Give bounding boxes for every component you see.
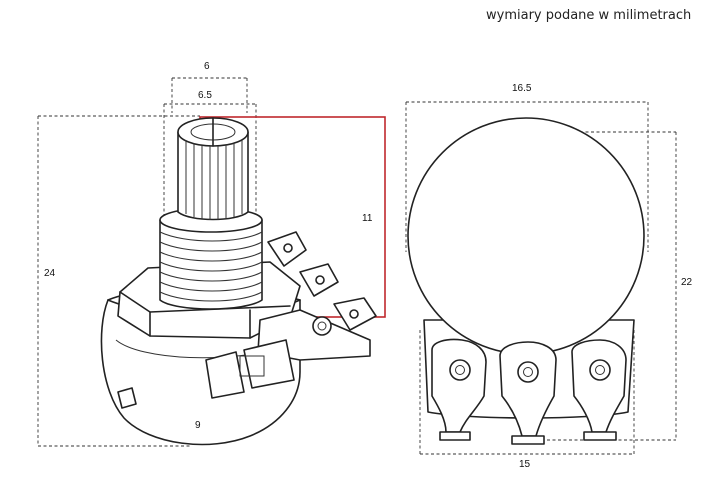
terminal-middle: [499, 341, 557, 445]
dim-label-24: 24: [44, 268, 56, 279]
front-pins: [205, 339, 295, 399]
potentiometer-front-view: 16.5 22 15: [405, 83, 693, 470]
dim-label-15: 15: [519, 459, 531, 470]
threaded-bushing: [159, 207, 263, 310]
terminal-lugs: [431, 338, 627, 445]
dim-label-11: 11: [362, 213, 373, 224]
dim-label-6: 6: [204, 61, 210, 72]
dim-label-16-5: 16.5: [512, 83, 532, 94]
dim-label-22: 22: [681, 277, 693, 288]
units-caption: wymiary podane w milimetrach: [486, 8, 691, 23]
knurled-shaft: [177, 117, 249, 221]
body-disk: [407, 117, 645, 355]
dim-label-6-5: 6.5: [198, 90, 212, 101]
potentiometer-side-view: 6 6.5 24 11 9: [37, 61, 386, 447]
terminal-right: [571, 339, 627, 441]
terminal-left: [431, 338, 487, 441]
dim-label-9: 9: [195, 420, 201, 431]
